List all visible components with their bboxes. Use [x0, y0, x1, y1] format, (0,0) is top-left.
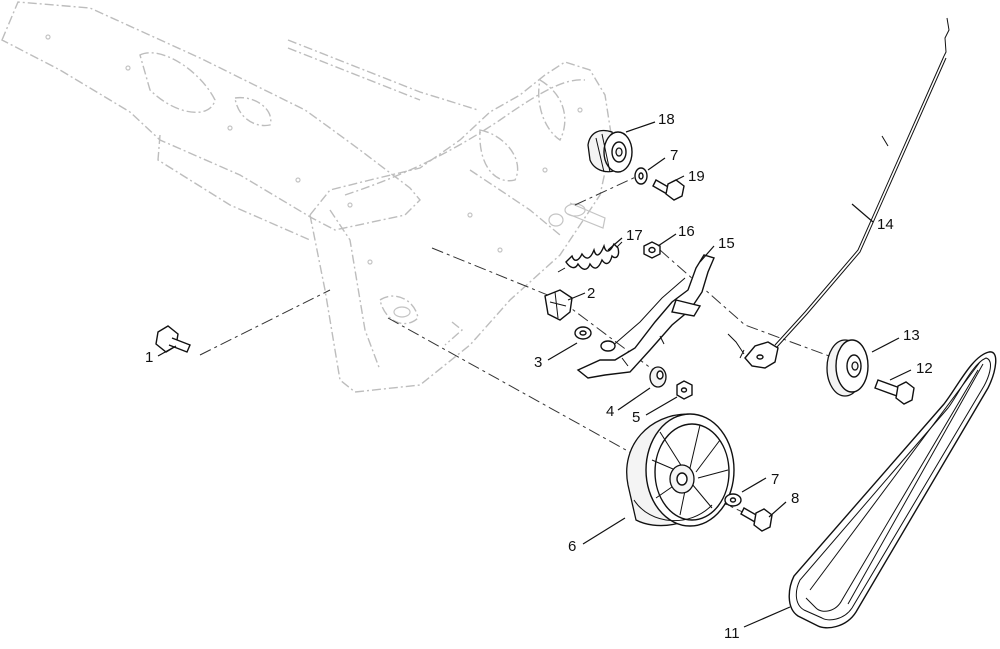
washer-part-7-lower — [724, 493, 742, 507]
nut-part-16 — [643, 241, 661, 259]
callout-6: 6 — [568, 538, 576, 555]
callout-leader-lines — [157, 121, 912, 628]
callout-3: 3 — [534, 354, 542, 371]
callout-19: 19 — [688, 168, 705, 185]
drive-belt-part-11 — [788, 351, 997, 629]
callout-5: 5 — [632, 409, 640, 426]
drive-pulley-part-6 — [626, 413, 735, 527]
callout-15: 15 — [718, 235, 735, 252]
frame-ghost-outline — [1, 1, 613, 393]
callout-11: 11 — [724, 625, 740, 642]
callout-16: 16 — [678, 223, 695, 240]
callout-labels: 1 2 3 4 5 6 7 7 8 11 12 13 14 15 16 17 1… — [145, 111, 933, 642]
callout-8: 8 — [791, 490, 799, 507]
callout-1: 1 — [145, 349, 153, 366]
spring-part-17 — [557, 241, 623, 273]
idler-pulley-part-13 — [826, 339, 869, 397]
callout-4: 4 — [606, 403, 614, 420]
callout-14: 14 — [877, 216, 894, 233]
callout-17: 17 — [626, 227, 643, 244]
idler-arm-part-15 — [576, 254, 715, 379]
washer-part-3 — [574, 326, 592, 340]
bolt-part-12 — [874, 379, 915, 405]
nut-part-5 — [676, 380, 693, 400]
bolt-part-1 — [155, 325, 191, 353]
assembly-centerlines — [199, 174, 841, 521]
callout-12: 12 — [916, 360, 933, 377]
callout-7-lower: 7 — [771, 471, 779, 488]
idler-pulley-part-18 — [587, 129, 633, 173]
callout-2: 2 — [587, 285, 595, 302]
spacer-part-4 — [649, 366, 667, 388]
callout-18: 18 — [658, 111, 675, 128]
bolt-part-19 — [652, 179, 685, 201]
control-rod-part-14 — [727, 17, 950, 369]
bolt-part-8 — [740, 507, 773, 532]
washer-part-7-upper — [634, 167, 648, 185]
callout-13: 13 — [903, 327, 920, 344]
bracket-part-2 — [544, 289, 573, 321]
callout-7-upper: 7 — [670, 147, 678, 164]
